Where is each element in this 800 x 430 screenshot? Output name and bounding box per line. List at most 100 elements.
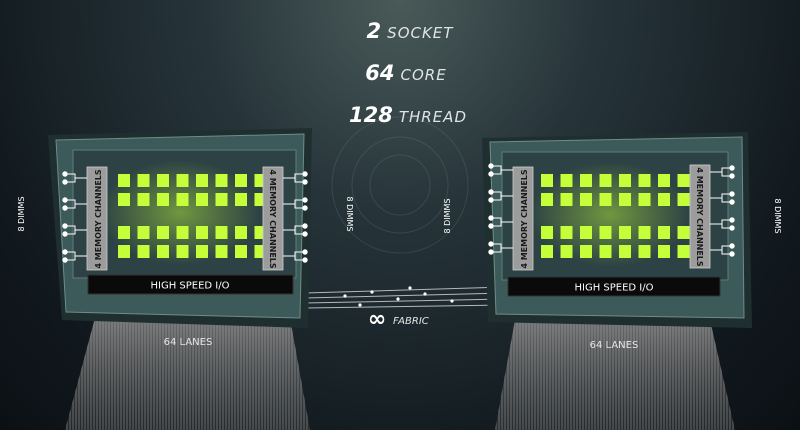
dimm-dot bbox=[62, 257, 68, 263]
core-block bbox=[580, 245, 592, 258]
core-block bbox=[560, 226, 573, 239]
core-block bbox=[157, 193, 169, 206]
core-block bbox=[599, 193, 612, 206]
dimm-trace bbox=[65, 251, 87, 257]
core-block bbox=[619, 245, 631, 258]
core-block bbox=[157, 174, 169, 187]
core-block bbox=[677, 245, 690, 258]
memory-channel-label: 4 MEMORY CHANNELS bbox=[520, 169, 529, 269]
core-block bbox=[638, 193, 651, 206]
socket-count-number: 2 bbox=[366, 19, 382, 43]
memory-channel-label: 4 MEMORY CHANNELS bbox=[268, 169, 277, 269]
core-block bbox=[176, 193, 189, 206]
core-block bbox=[137, 226, 150, 239]
io-label: HIGH SPEED I/O bbox=[151, 281, 230, 292]
core-block bbox=[235, 193, 247, 206]
dimm-trace bbox=[65, 225, 87, 231]
fabric-label: FABRIC bbox=[393, 316, 429, 327]
background-rings bbox=[331, 116, 469, 254]
dimm-dot bbox=[488, 215, 494, 221]
core-block bbox=[638, 174, 651, 187]
core-block bbox=[599, 174, 612, 187]
dimm-dot bbox=[302, 197, 308, 203]
dimm-dot bbox=[488, 171, 494, 177]
memory-channel-bar-left bbox=[86, 166, 108, 271]
core-grid-left bbox=[118, 174, 267, 258]
fabric-links bbox=[304, 286, 506, 309]
core-block bbox=[580, 174, 592, 187]
socket-count: 2 SOCKET bbox=[10, 19, 800, 43]
dimm-trace bbox=[710, 193, 732, 199]
dimm-dot bbox=[62, 223, 68, 229]
core-block bbox=[619, 226, 631, 239]
dimm-dot bbox=[488, 249, 494, 255]
socket-count-label: SOCKET bbox=[387, 24, 454, 42]
core-block bbox=[638, 245, 651, 258]
core-block bbox=[235, 174, 247, 187]
dimm-trace bbox=[283, 199, 305, 205]
core-block bbox=[541, 245, 553, 258]
core-block bbox=[215, 193, 228, 206]
dimm-dot bbox=[302, 231, 308, 237]
core-block bbox=[580, 226, 592, 239]
dimm-trace bbox=[65, 178, 76, 183]
core-block bbox=[157, 226, 169, 239]
dimm-dot bbox=[62, 249, 68, 255]
dimm-dot bbox=[302, 249, 308, 255]
thread-count-number: 128 bbox=[349, 103, 393, 127]
dimm-trace bbox=[65, 204, 76, 209]
dimms-label-right: 8 DIMMS bbox=[345, 196, 354, 231]
core-block bbox=[137, 174, 150, 187]
dimm-trace bbox=[491, 248, 502, 253]
core-block bbox=[215, 245, 228, 258]
dimm-dot bbox=[302, 257, 308, 263]
dimms-label-left: 8 DIMMS bbox=[443, 198, 452, 233]
dimm-dot bbox=[729, 243, 735, 249]
dimm-trace bbox=[710, 219, 732, 225]
lanes-label: 64 LANES bbox=[590, 340, 639, 351]
core-count-label: CORE bbox=[400, 66, 447, 84]
dimm-trace bbox=[283, 251, 305, 257]
dimm-dot bbox=[729, 251, 735, 257]
dimm-trace bbox=[283, 225, 305, 231]
dimm-dot bbox=[729, 191, 735, 197]
core-block bbox=[176, 226, 189, 239]
core-block bbox=[560, 245, 573, 258]
dimms-label-left: 8 DIMMS bbox=[17, 196, 26, 231]
dimm-dot bbox=[62, 205, 68, 211]
core-block bbox=[235, 226, 247, 239]
memory-channel-label: 4 MEMORY CHANNELS bbox=[94, 169, 103, 269]
core-block bbox=[137, 245, 150, 258]
core-block bbox=[215, 174, 228, 187]
core-block bbox=[619, 193, 631, 206]
core-block bbox=[541, 226, 553, 239]
memory-channel-bar-right bbox=[689, 164, 711, 269]
core-block bbox=[118, 245, 130, 258]
core-block bbox=[677, 174, 690, 187]
dimm-dot bbox=[488, 163, 494, 169]
processor-right: 4 MEMORY CHANNELS 4 MEMORY CHANNELS HIGH… bbox=[443, 132, 782, 351]
dimm-trace bbox=[294, 230, 305, 235]
dimm-trace bbox=[721, 250, 732, 255]
dimm-trace bbox=[491, 243, 513, 249]
core-block bbox=[599, 245, 612, 258]
core-block bbox=[560, 193, 573, 206]
dimm-dot bbox=[302, 171, 308, 177]
dimm-trace bbox=[283, 173, 305, 179]
memory-channel-bar-left bbox=[512, 166, 534, 271]
dimm-trace bbox=[721, 224, 732, 229]
dimm-trace bbox=[491, 222, 502, 227]
dimm-trace bbox=[65, 230, 76, 235]
memory-channel-label: 4 MEMORY CHANNELS bbox=[695, 167, 704, 267]
dimm-dot bbox=[62, 179, 68, 185]
dimm-trace bbox=[294, 256, 305, 261]
core-block bbox=[658, 174, 670, 187]
io-bar bbox=[87, 274, 294, 295]
dimm-trace bbox=[710, 245, 732, 251]
core-block bbox=[196, 245, 208, 258]
dimm-dot bbox=[729, 173, 735, 179]
core-block bbox=[677, 193, 690, 206]
dimm-dot bbox=[488, 223, 494, 229]
dimm-connectors-right bbox=[710, 165, 735, 257]
